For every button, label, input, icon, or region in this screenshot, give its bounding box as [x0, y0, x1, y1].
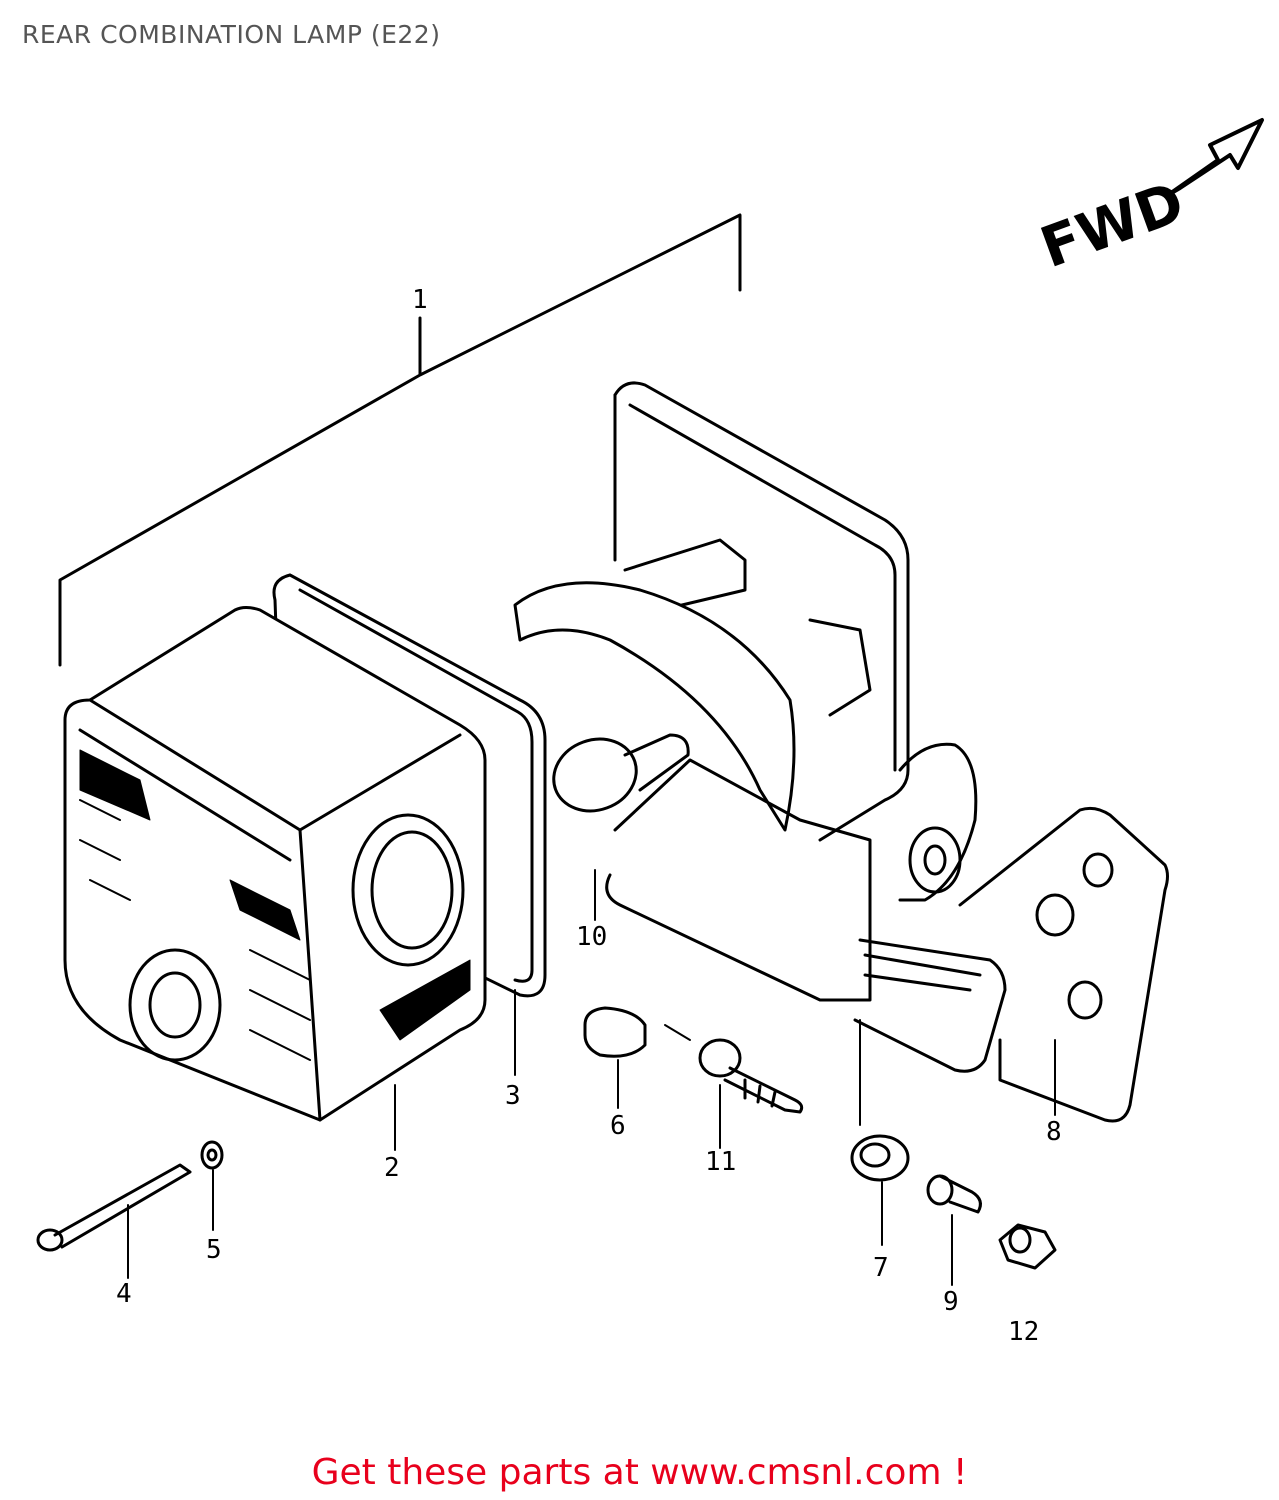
callout-1: 1 — [412, 285, 428, 315]
callout-7: 7 — [873, 1253, 889, 1283]
callout-11: 11 — [705, 1147, 736, 1177]
part-screw — [36, 1163, 192, 1252]
part-nut — [998, 1223, 1057, 1270]
callout-8: 8 — [1046, 1117, 1062, 1147]
forward-arrow-icon — [1166, 118, 1264, 197]
part-lens — [63, 606, 487, 1122]
part-bolt — [664, 1024, 804, 1114]
leader-lines — [127, 869, 1056, 1286]
part-cushion-6 — [583, 1006, 647, 1058]
part-bracket — [853, 806, 1169, 1123]
part-lamp-housing — [513, 381, 978, 1002]
callout-3: 3 — [505, 1081, 521, 1111]
footer-link[interactable]: Get these parts at www.cmsnl.com ! — [311, 1452, 968, 1493]
callout-4: 4 — [116, 1279, 132, 1309]
callout-6: 6 — [610, 1111, 626, 1141]
fwd-label: FWD — [1033, 170, 1193, 281]
callout-9: 9 — [943, 1287, 959, 1317]
assembly-bracket-line — [58, 213, 742, 667]
callout-10: 10 — [576, 922, 607, 952]
part-cushion-7 — [850, 1134, 910, 1182]
forward-direction-marker: FWD — [1033, 118, 1264, 281]
part-washer — [200, 1140, 224, 1170]
part-bulb — [552, 733, 690, 813]
callout-5: 5 — [206, 1235, 222, 1265]
callout-labels: 1 2 3 4 5 6 7 8 9 10 11 12 — [116, 285, 1062, 1347]
page-title: REAR COMBINATION LAMP (E22) — [22, 20, 441, 49]
callout-12: 12 — [1008, 1317, 1039, 1347]
part-gasket — [272, 573, 547, 998]
callout-2: 2 — [384, 1153, 400, 1183]
part-collar — [926, 1174, 982, 1214]
